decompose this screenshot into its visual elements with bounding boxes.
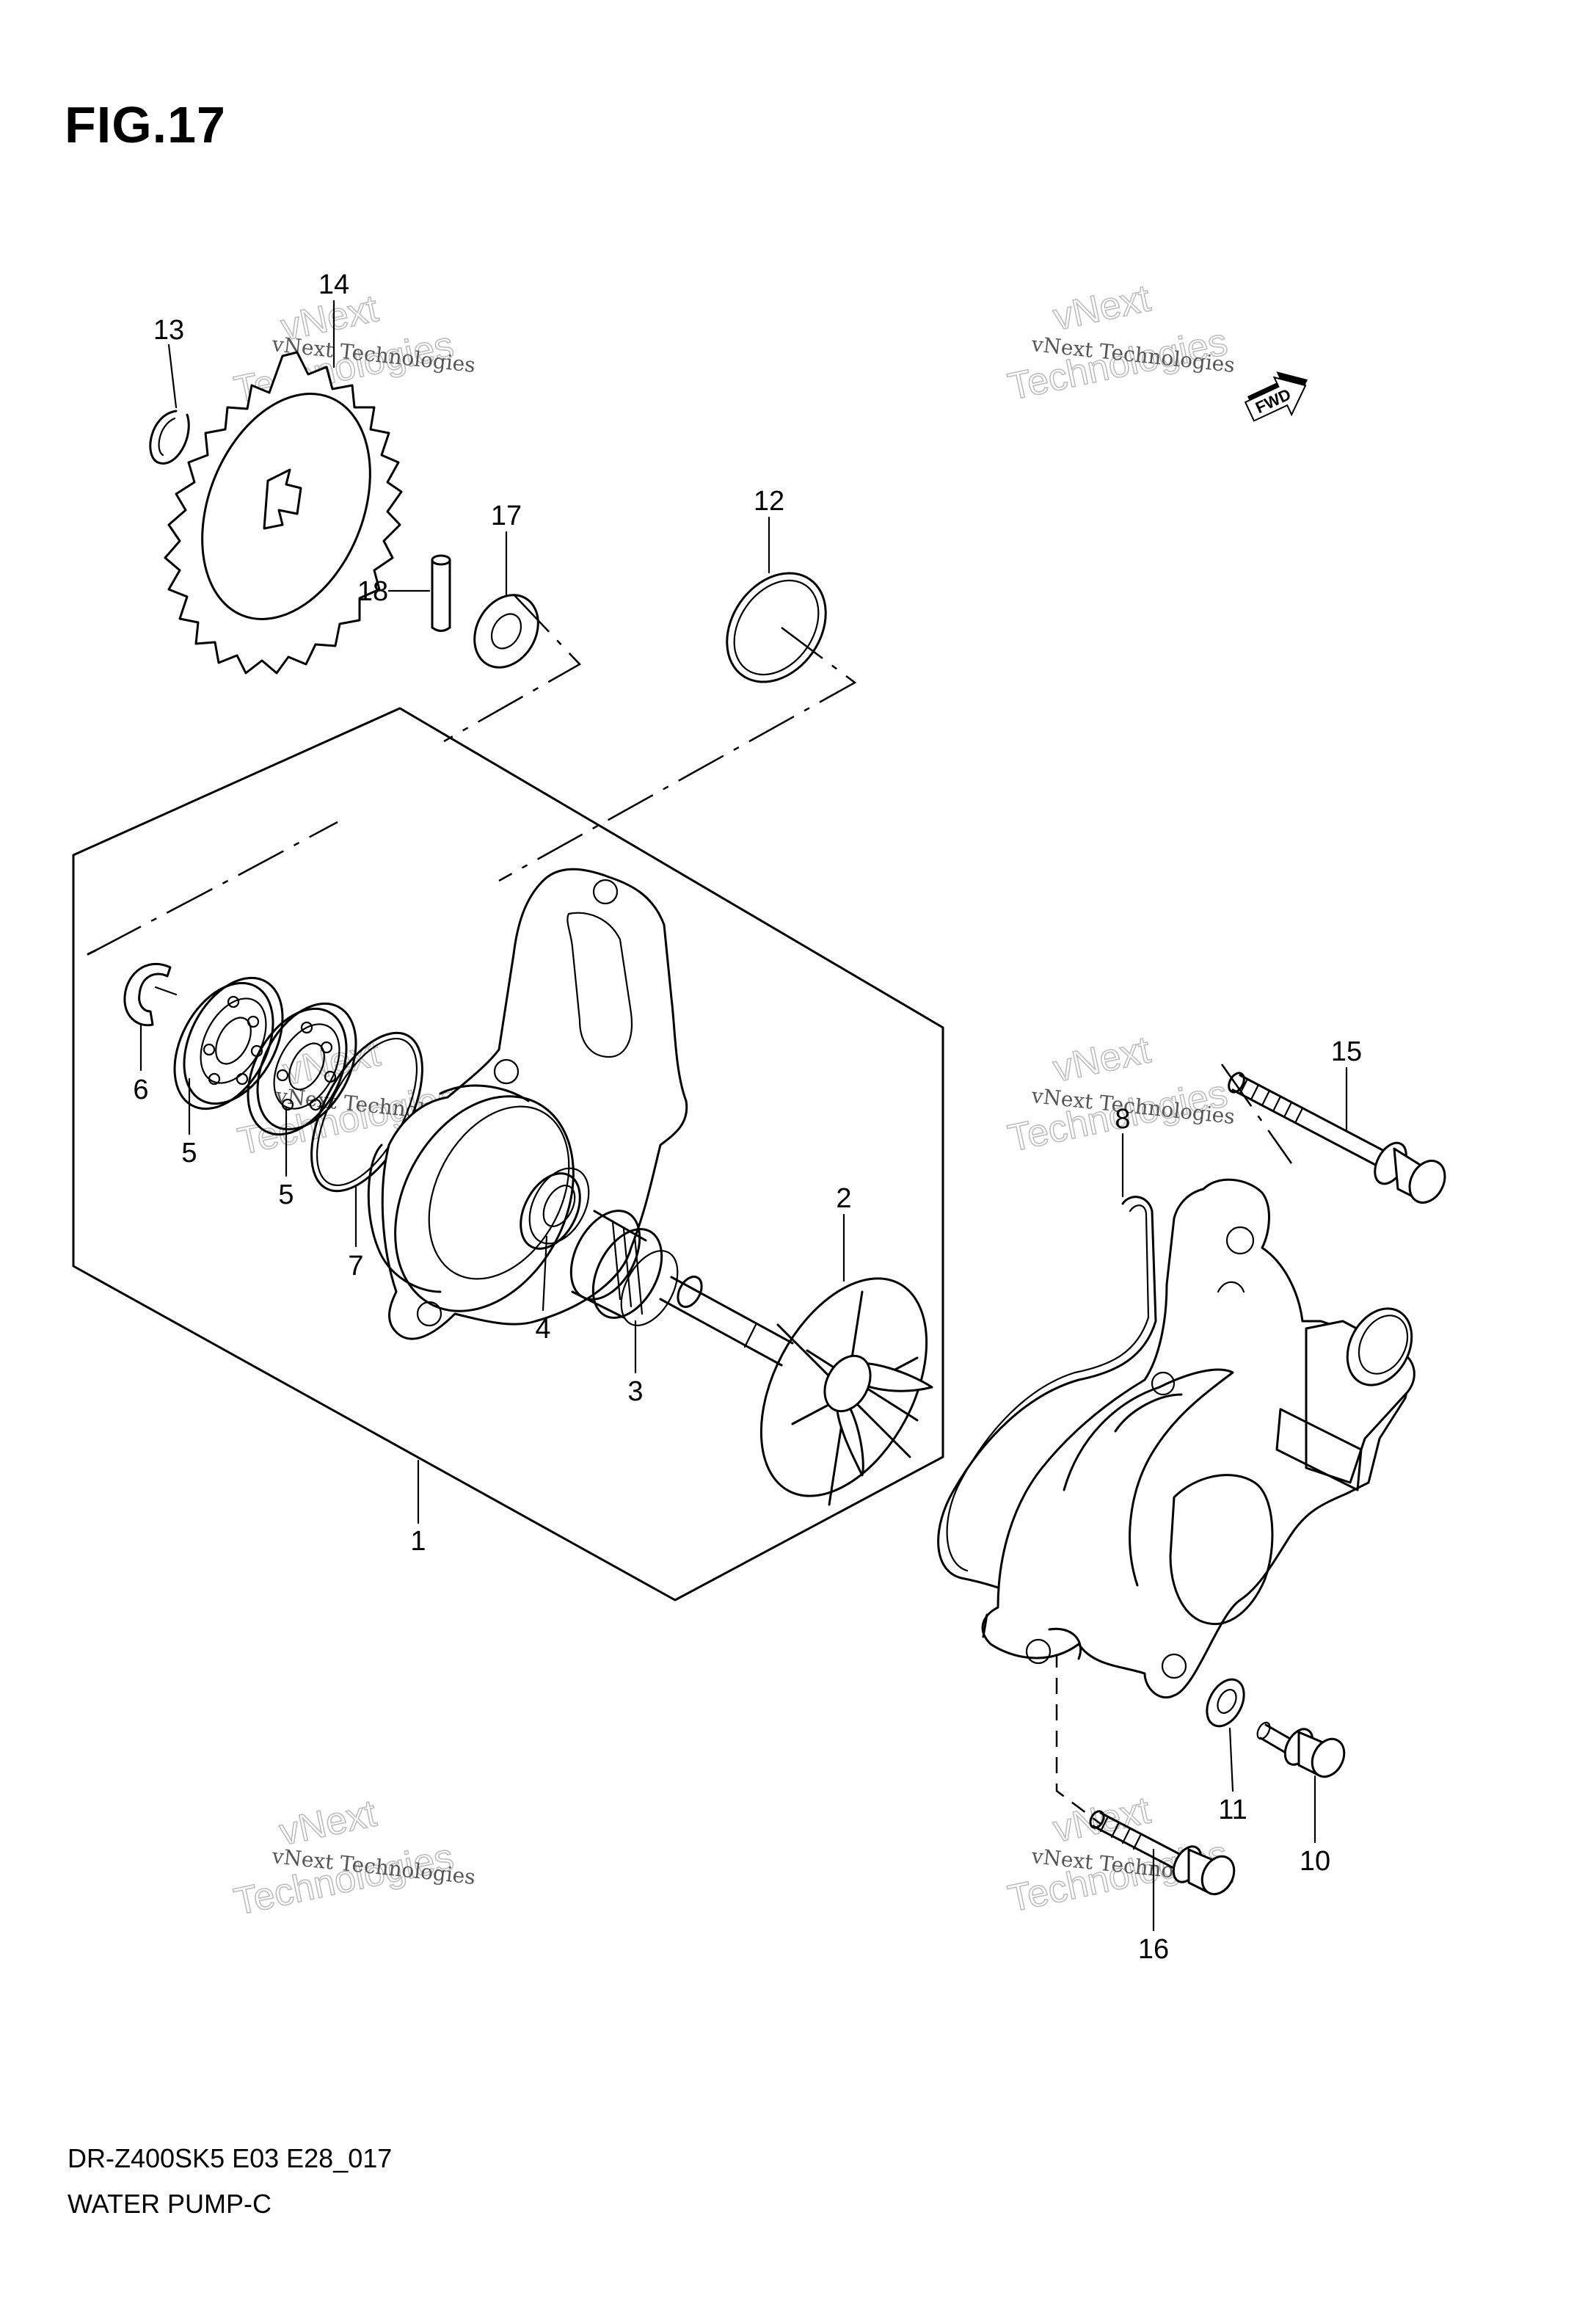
svg-text:vNext: vNext xyxy=(276,1792,381,1854)
assembly-guide-line xyxy=(498,627,857,882)
sealing-washer xyxy=(1206,1678,1245,1728)
figure-title: FIG.17 xyxy=(65,96,226,153)
water-pump-cover xyxy=(981,1178,1415,1699)
leader-lines xyxy=(139,299,1348,1932)
e-clip xyxy=(123,962,178,1027)
callout-5: 5 xyxy=(278,1179,294,1210)
impeller xyxy=(759,1277,933,1506)
short-flange-bolt xyxy=(1256,1721,1346,1778)
callout-8: 8 xyxy=(1115,1104,1130,1135)
callout-2: 2 xyxy=(836,1183,851,1214)
callout-3: 3 xyxy=(627,1376,643,1407)
dowel-pin xyxy=(431,554,451,632)
callout-1: 1 xyxy=(410,1526,426,1557)
callout-18: 18 xyxy=(357,576,388,607)
oil-seal xyxy=(520,1167,590,1250)
diagram-name: WATER PUMP-C xyxy=(68,2189,272,2219)
assembly-guide-line xyxy=(443,594,582,743)
assembly-guide-line xyxy=(1055,1651,1101,1825)
ball-bearing xyxy=(247,1002,357,1136)
assembly-guide-line xyxy=(1220,1064,1293,1164)
callout-5: 5 xyxy=(181,1138,197,1168)
svg-text:vNext: vNext xyxy=(1049,1789,1154,1850)
svg-text:vNext: vNext xyxy=(1049,277,1154,338)
callout-17: 17 xyxy=(491,501,522,531)
callout-4: 4 xyxy=(535,1314,550,1345)
mechanical-seal xyxy=(569,1210,679,1326)
svg-text:vNext: vNext xyxy=(1049,1028,1154,1090)
impeller-shaft xyxy=(659,1275,794,1367)
callout-6: 6 xyxy=(133,1075,148,1105)
fwd-direction-badge: FWD xyxy=(1244,371,1308,422)
callout-10: 10 xyxy=(1300,1846,1330,1877)
thrust-washer xyxy=(473,594,539,669)
pump-body-assembly-outline xyxy=(72,707,944,1602)
mounting-bolt xyxy=(1089,1810,1236,1896)
callout-labels: 14 13 17 12 18 6 5 5 7 4 3 2 1 15 8 11 1… xyxy=(133,269,1362,1965)
water-pump-drive-gear xyxy=(164,351,403,675)
circlip-ring xyxy=(149,410,190,465)
callout-14: 12 xyxy=(754,486,784,517)
callout-11: 11 xyxy=(1218,1795,1247,1825)
diagram-code: DR-Z400SK5 E03 E28_017 xyxy=(68,2143,393,2173)
callout-16: 14 xyxy=(318,269,349,300)
assembly-guide-line xyxy=(95,821,338,952)
watermark: vNext Technologies xyxy=(1004,277,1232,410)
long-flange-bolt xyxy=(1228,1072,1446,1204)
svg-text:vNext: vNext xyxy=(280,1032,385,1094)
large-o-ring xyxy=(726,572,827,683)
callout-12: 16 xyxy=(1138,1934,1169,1965)
callout-15: 13 xyxy=(153,315,184,346)
callout-13: 15 xyxy=(1331,1036,1362,1067)
callout-7: 7 xyxy=(348,1251,363,1282)
watermark: vNext Technologies xyxy=(1004,1028,1232,1161)
